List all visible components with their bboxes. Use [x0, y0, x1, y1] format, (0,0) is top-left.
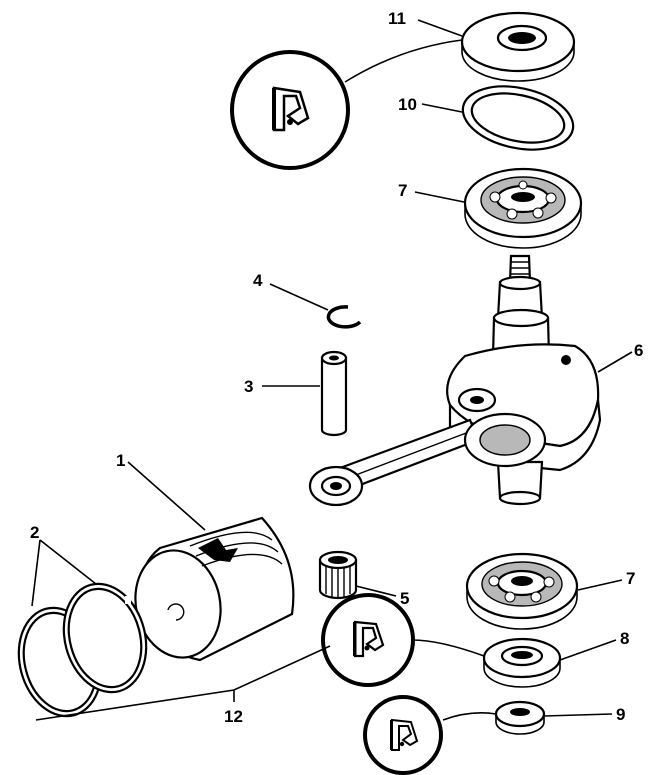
callout-12: 12: [224, 707, 243, 726]
crankshaft: [308, 254, 602, 507]
callout-6: 6: [634, 341, 643, 360]
callout-8: 8: [620, 629, 629, 648]
callout-4: 4: [253, 271, 263, 290]
callout-1: 1: [116, 451, 125, 470]
callout-7-bottom: 7: [626, 569, 635, 588]
lubricant-application-icon: [230, 39, 463, 170]
o-ring: [461, 85, 575, 151]
callout-5: 5: [400, 589, 409, 608]
needle-bearing: [318, 550, 358, 600]
seal-top: [460, 11, 576, 82]
callout-9: 9: [616, 705, 625, 724]
callout-2: 2: [30, 523, 39, 542]
lubricant-application-icon: [363, 695, 497, 775]
callout-7-top: 7: [398, 181, 407, 200]
snap-ring: [326, 305, 362, 329]
callout-labels: 11 10 7 4 3 6 1 2 5 7 8 9 12: [30, 9, 643, 726]
bearing-top: [463, 167, 583, 249]
piston: [134, 516, 295, 662]
piston-rings: [17, 582, 148, 718]
bearing-bottom: [465, 552, 579, 630]
seal-small: [494, 700, 546, 735]
callout-3: 3: [244, 377, 253, 396]
wrist-pin: [320, 350, 348, 437]
seal-lower: [482, 637, 562, 688]
callout-11: 11: [388, 9, 406, 28]
callout-10: 10: [398, 95, 417, 114]
leader-lines: [31, 19, 633, 721]
lubricant-application-icon: [321, 593, 485, 687]
